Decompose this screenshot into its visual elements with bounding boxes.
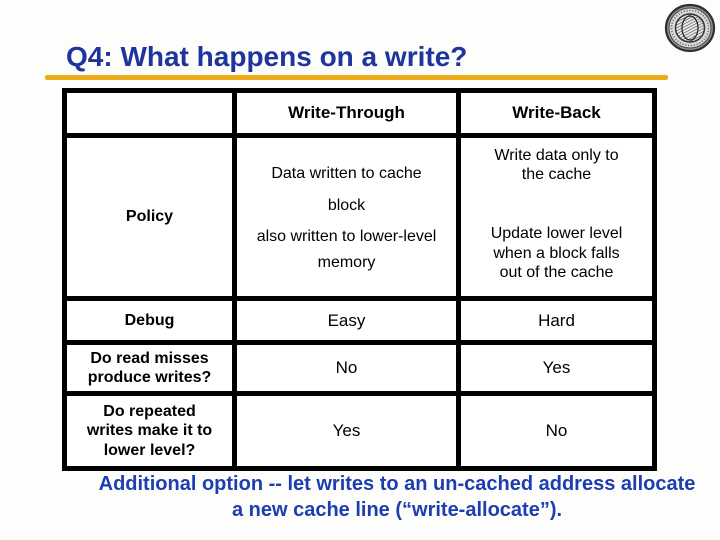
table-corner-cell [67, 93, 232, 133]
read-misses-write-back-cell: Yes [461, 345, 652, 391]
policy-write-through-cell: Data written to cache block also written… [237, 138, 456, 296]
policy-wt-paragraph-1: Data written to cache block [271, 165, 422, 215]
policy-write-back-cell: Write data only to the cache Update lowe… [461, 138, 652, 296]
university-seal-icon [664, 2, 716, 54]
policy-wt-paragraph-2: also written to lower-level memory [256, 228, 437, 271]
debug-write-back-cell: Hard [461, 301, 652, 340]
row-label-debug: Debug [67, 301, 232, 340]
table-header-write-through: Write-Through [237, 93, 456, 133]
read-misses-write-through-cell: No [237, 345, 456, 391]
table-header-write-back: Write-Back [461, 93, 652, 133]
row-label-policy: Policy [67, 138, 232, 296]
policy-wb-paragraph-1: Write data only to the cache [494, 147, 619, 184]
row-label-read-misses: Do read misses produce writes? [67, 345, 232, 391]
debug-write-through-cell: Easy [237, 301, 456, 340]
caption-text: Additional option -- let writes to an un… [98, 473, 696, 522]
repeated-writes-write-back-cell: No [461, 396, 652, 466]
write-policy-table: Write-Through Write-Back Policy Data wri… [62, 88, 657, 471]
repeated-writes-write-through-cell: Yes [237, 396, 456, 466]
page-title: Q4: What happens on a write? [66, 41, 468, 72]
row-label-repeated-writes: Do repeated writes make it to lower leve… [67, 396, 232, 466]
title-underline [45, 75, 668, 80]
policy-wb-paragraph-2: Update lower level when a block falls ou… [490, 225, 623, 281]
